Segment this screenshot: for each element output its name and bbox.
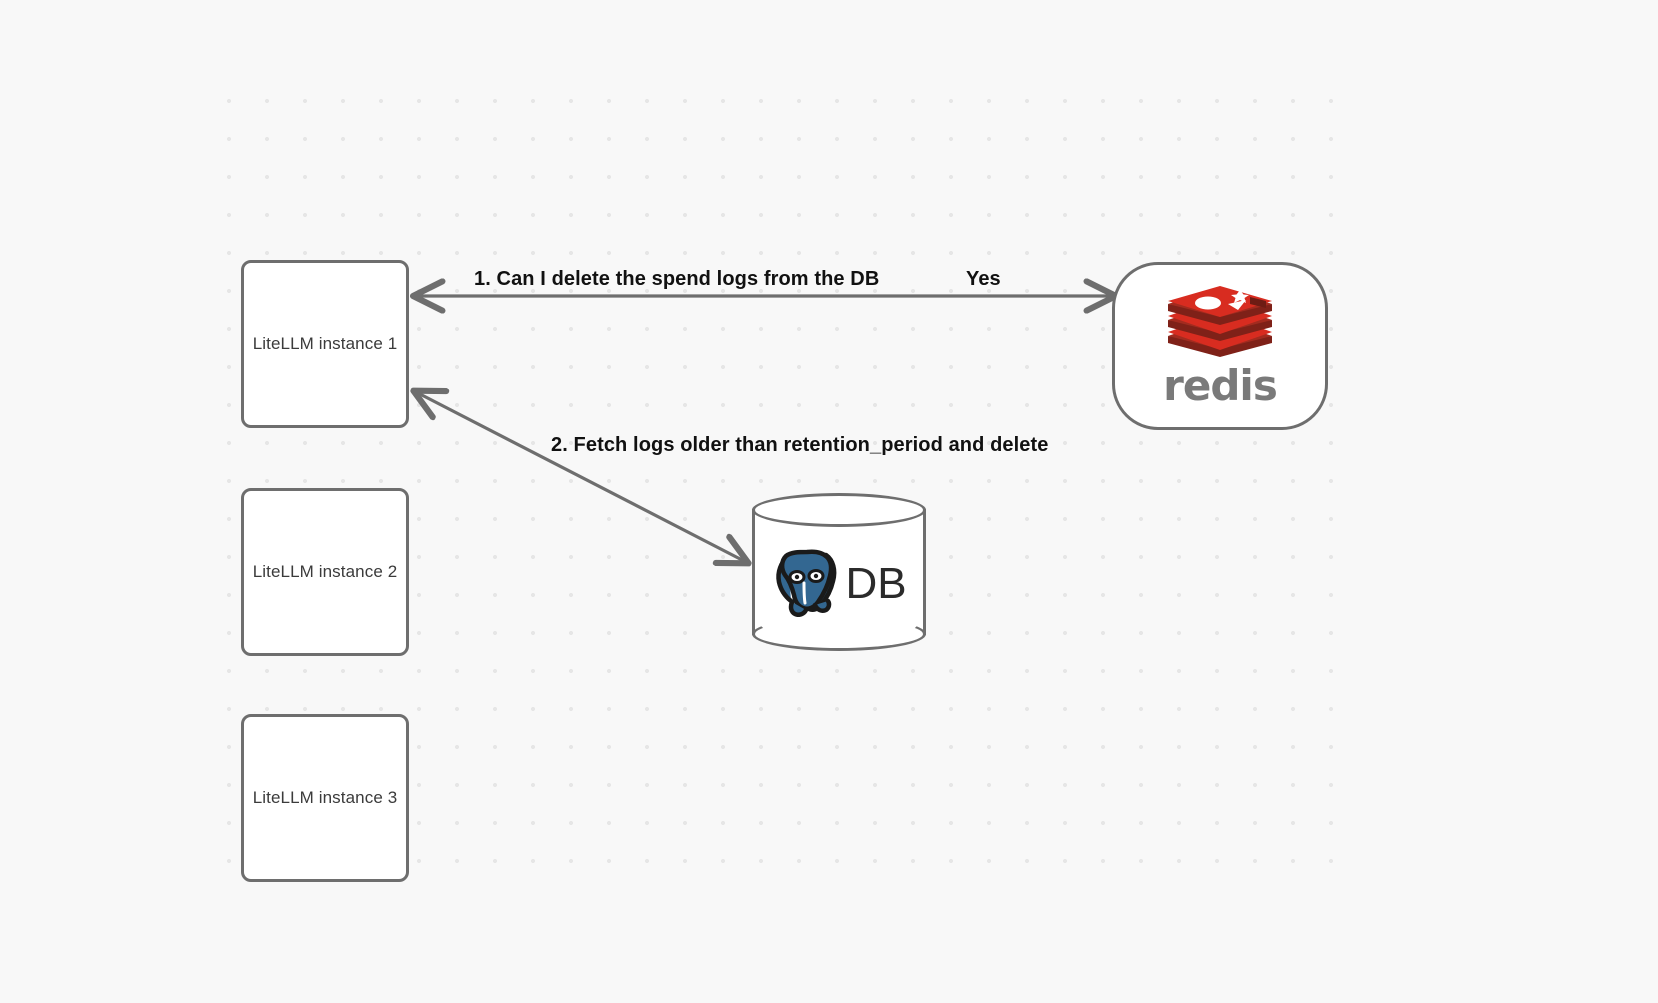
node-label: LiteLLM instance 1 [252, 334, 398, 353]
node-redis[interactable]: redis [1112, 262, 1328, 430]
postgresql-elephant-icon [771, 547, 843, 622]
edge-instance1-database [416, 392, 746, 562]
node-litellm-instance-3[interactable]: LiteLLM instance 3 [241, 714, 409, 882]
database-label: DB [845, 559, 907, 608]
cylinder-top [752, 493, 926, 527]
redis-wordmark: redis [1163, 360, 1278, 410]
edge-label-step-2: 2. Fetch logs older than retention_perio… [551, 434, 1049, 456]
node-litellm-instance-1[interactable]: LiteLLM instance 1 [241, 260, 409, 428]
edge-label-step-1: 1. Can I delete the spend logs from the … [474, 268, 880, 290]
node-label: LiteLLM instance 2 [252, 562, 398, 581]
redis-logo-icon [1164, 285, 1276, 363]
node-label: LiteLLM instance 3 [252, 788, 398, 807]
node-litellm-instance-2[interactable]: LiteLLM instance 2 [241, 488, 409, 656]
node-database[interactable]: DB [752, 493, 926, 651]
edge-label-yes: Yes [966, 268, 1001, 290]
cylinder-bottom [752, 617, 926, 651]
